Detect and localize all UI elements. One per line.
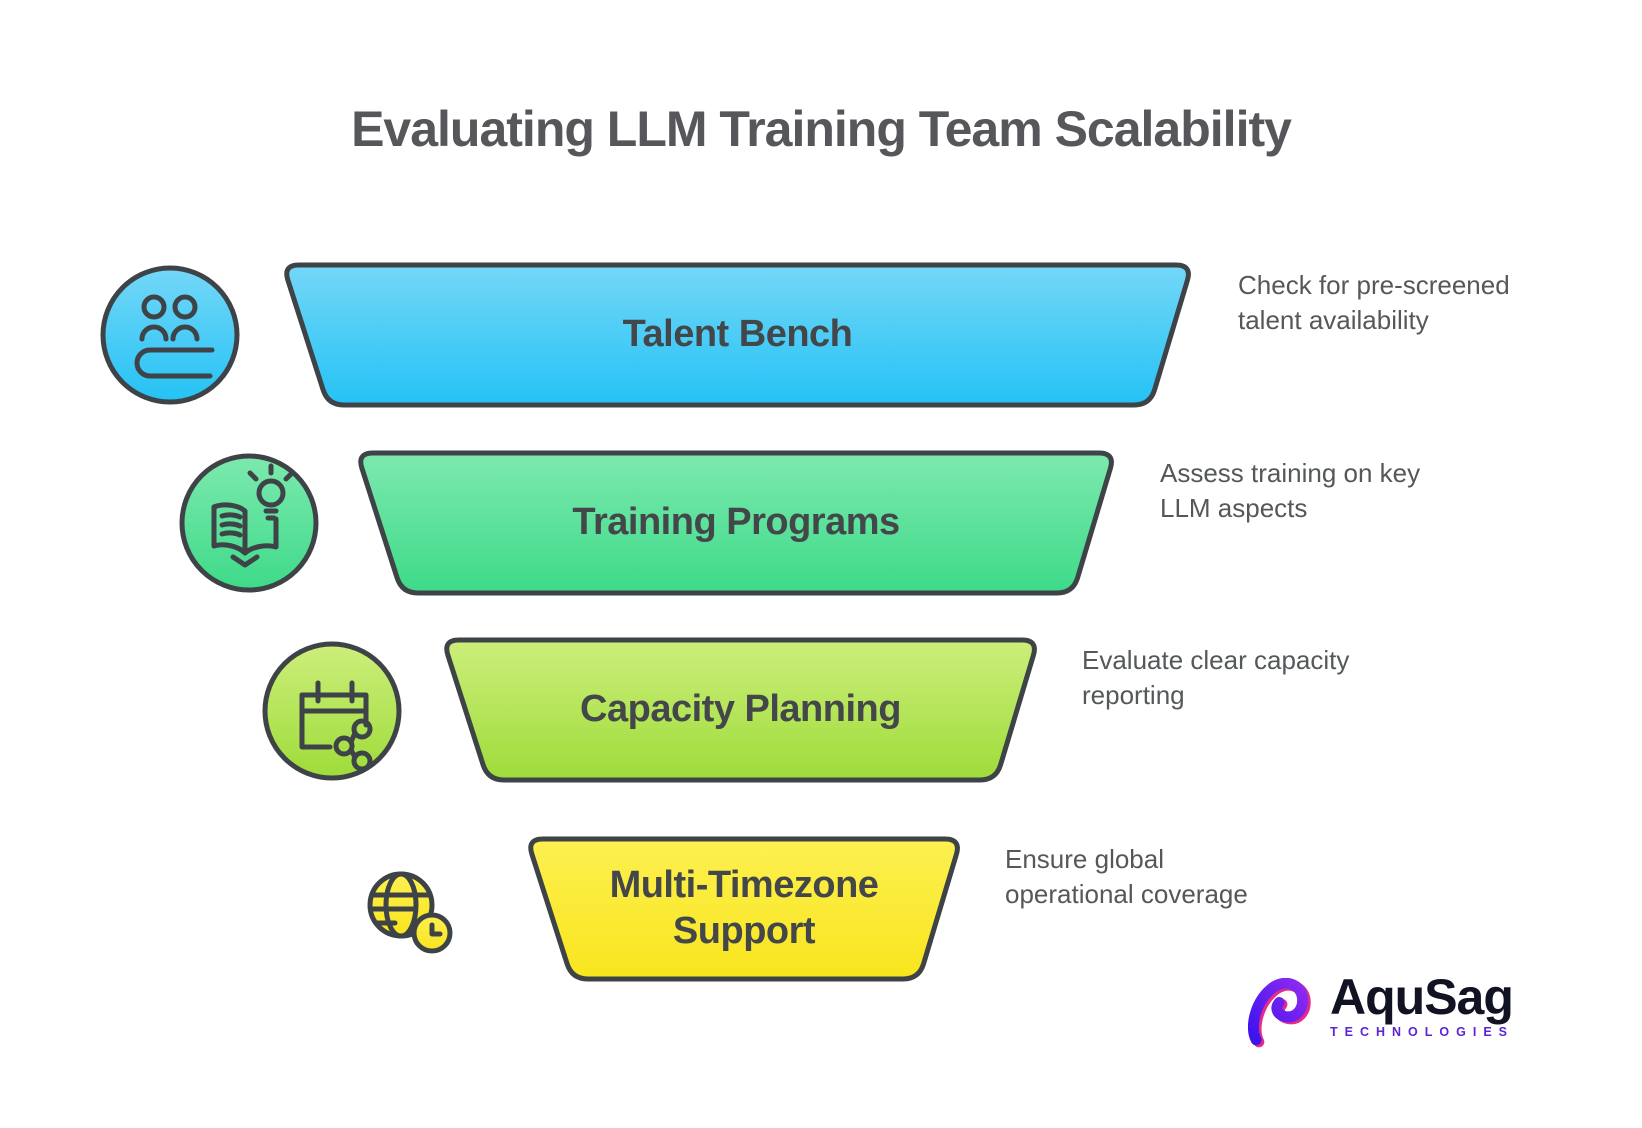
funnel-label-text: Talent Bench — [622, 313, 853, 356]
logo-mark-icon — [1248, 978, 1311, 1048]
logo-subtitle: TECHNOLOGIES — [1330, 1025, 1515, 1039]
funnel-level-4 — [528, 836, 960, 982]
funnel-label-capacity-planning: Capacity Planning — [443, 640, 1038, 780]
funnel-label-talent-bench: Talent Bench — [283, 265, 1192, 405]
globe-clock-icon — [367, 871, 453, 954]
logo-name: AquSag — [1330, 969, 1514, 1025]
funnel-level-3 — [444, 637, 1037, 783]
funnel-label-multi-timezone: Multi-Timezone Support — [527, 839, 961, 979]
people-bench-icon — [100, 265, 240, 405]
company-logo: AquSag TECHNOLOGIES — [1248, 972, 1514, 1050]
funnel-label-text: Multi-Timezone Support — [609, 864, 879, 952]
funnel-label-text: Capacity Planning — [580, 688, 901, 731]
annotation-training-programs: Assess training on key LLM aspects — [1160, 458, 1421, 523]
logo-text: AquSag TECHNOLOGIES — [1330, 972, 1514, 1039]
funnel-level-1 — [284, 262, 1191, 408]
annotation-capacity-planning: Evaluate clear capacity reporting — [1082, 645, 1350, 710]
book-lightbulb-icon — [179, 453, 319, 593]
funnel-label-training-programs: Training Programs — [357, 453, 1115, 593]
annotation-talent-bench: Check for pre-screened talent availabili… — [1238, 270, 1510, 335]
funnel-level-2 — [358, 450, 1114, 596]
annotation-multi-timezone: Ensure global operational coverage — [1005, 844, 1248, 909]
page-title: Evaluating LLM Training Team Scalability — [351, 101, 1292, 157]
funnel-label-text: Training Programs — [572, 501, 900, 544]
calendar-share-icon — [262, 641, 402, 781]
